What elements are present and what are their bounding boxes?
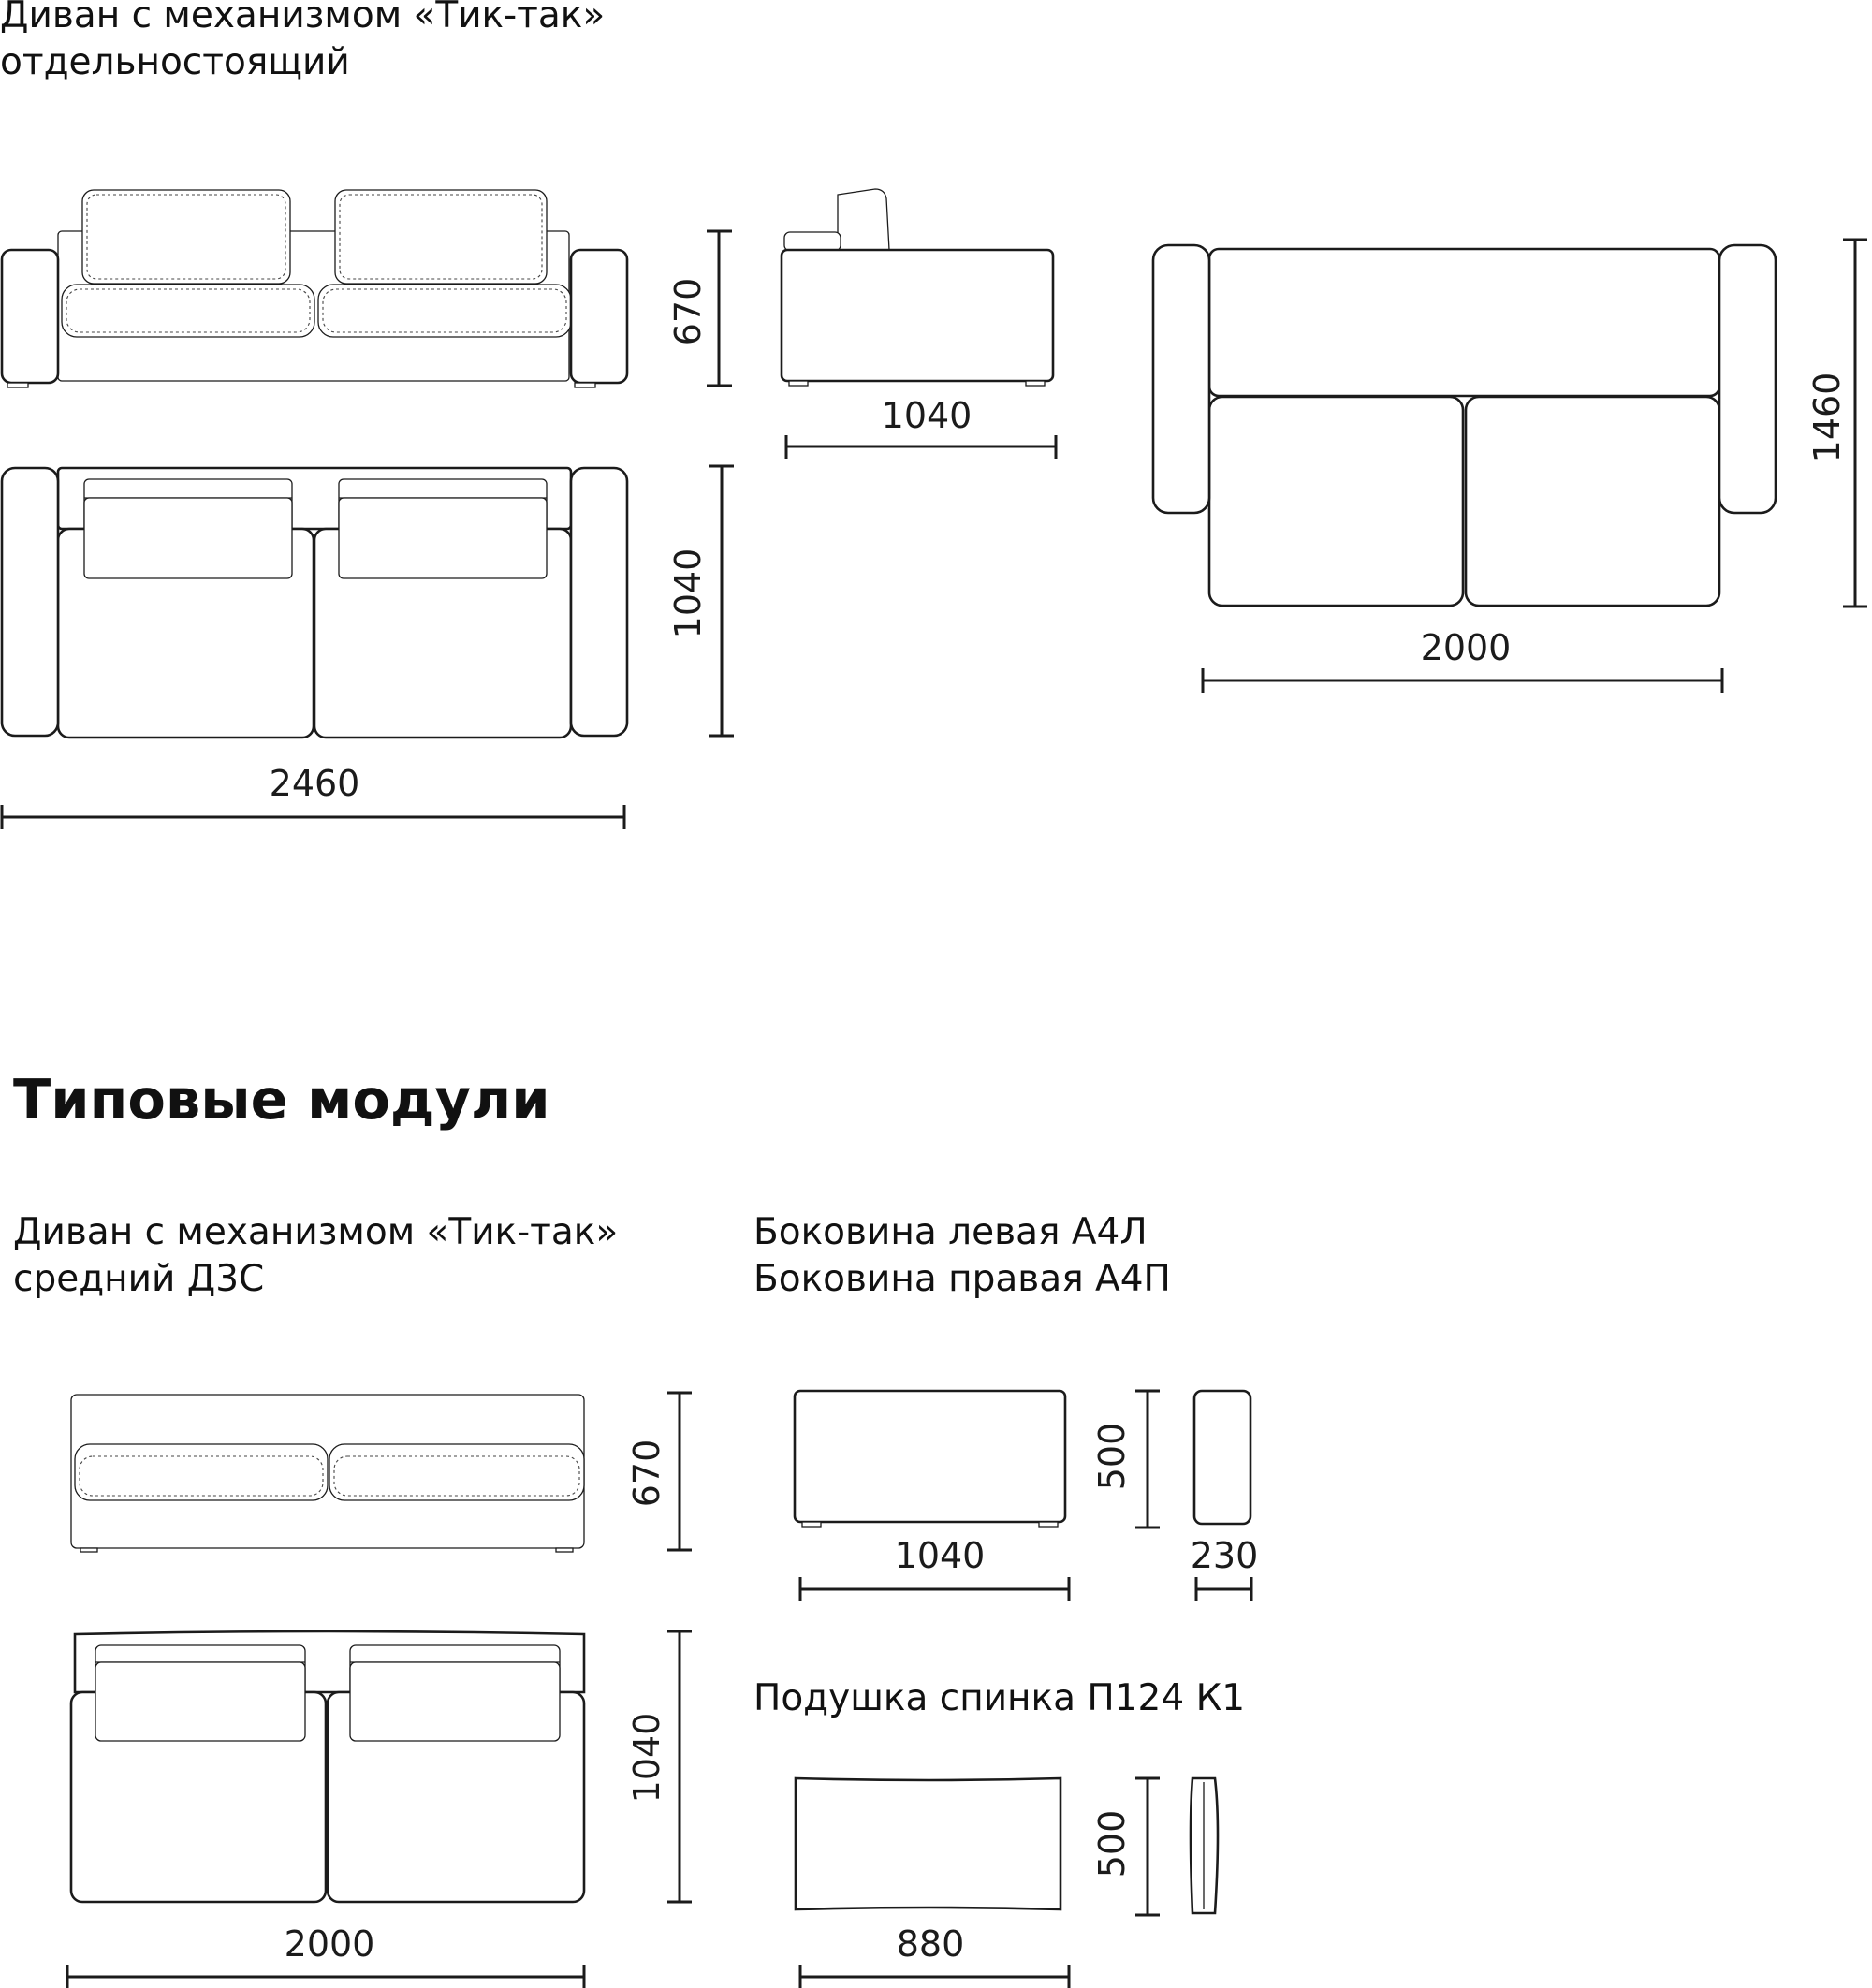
module-armrest-title-line2: Боковина правая А4П xyxy=(753,1258,1171,1300)
modules-heading: Типовые модули xyxy=(13,1067,550,1132)
module-armrest-title-line1: Боковина левая А4Л xyxy=(753,1211,1148,1253)
dim-cushion-height: 500 xyxy=(1091,1810,1133,1878)
sofa-title: Диван с механизмом «Тик-так» отдельносто… xyxy=(0,0,605,86)
module-middle-title: Диван с механизмом «Тик-так» средний Д3С xyxy=(13,1209,618,1303)
sofa-bed-view xyxy=(1151,243,1777,607)
dim-bed-width: 2000 xyxy=(1421,627,1512,668)
dim-sofa-front-height: 670 xyxy=(667,278,709,346)
module-cushion-views xyxy=(794,1776,1220,1915)
module-middle-front-view xyxy=(70,1394,585,1553)
dim-armrest-thickness: 230 xyxy=(1191,1535,1259,1576)
module-armrest-views xyxy=(793,1389,1252,1528)
dim-armrest-height: 500 xyxy=(1091,1423,1133,1491)
sofa-side-view xyxy=(780,188,1055,387)
sofa-front-view xyxy=(0,189,629,388)
dim-sofa-side-depth: 1040 xyxy=(882,395,973,436)
module-middle-title-line1: Диван с механизмом «Тик-так» xyxy=(13,1211,619,1253)
dim-middle-depth: 1040 xyxy=(626,1713,667,1804)
sofa-title-line2: отдельностоящий xyxy=(0,41,350,83)
dim-sofa-top-depth: 1040 xyxy=(667,548,709,639)
dim-bed-length: 1460 xyxy=(1806,373,1848,463)
dim-middle-width: 2000 xyxy=(285,1923,375,1965)
module-middle-title-line2: средний Д3С xyxy=(13,1258,265,1300)
module-middle-top-view xyxy=(69,1630,586,1904)
dim-cushion-width: 880 xyxy=(897,1923,965,1965)
dim-armrest-length: 1040 xyxy=(895,1535,986,1576)
module-armrest-title: Боковина левая А4Л Боковина правая А4П xyxy=(753,1209,1171,1303)
dimension-lines xyxy=(0,229,1867,1988)
sofa-top-view xyxy=(0,466,629,739)
dimension-labels: 670 1040 1040 2460 2000 1460 670 1040 20… xyxy=(270,278,1848,1965)
module-cushion-title: Подушка спинка П124 К1 xyxy=(753,1677,1246,1719)
sofa-title-line1: Диван с механизмом «Тик-так» xyxy=(0,0,606,37)
dim-sofa-top-width: 2460 xyxy=(270,763,360,804)
dim-middle-height: 670 xyxy=(626,1440,667,1508)
